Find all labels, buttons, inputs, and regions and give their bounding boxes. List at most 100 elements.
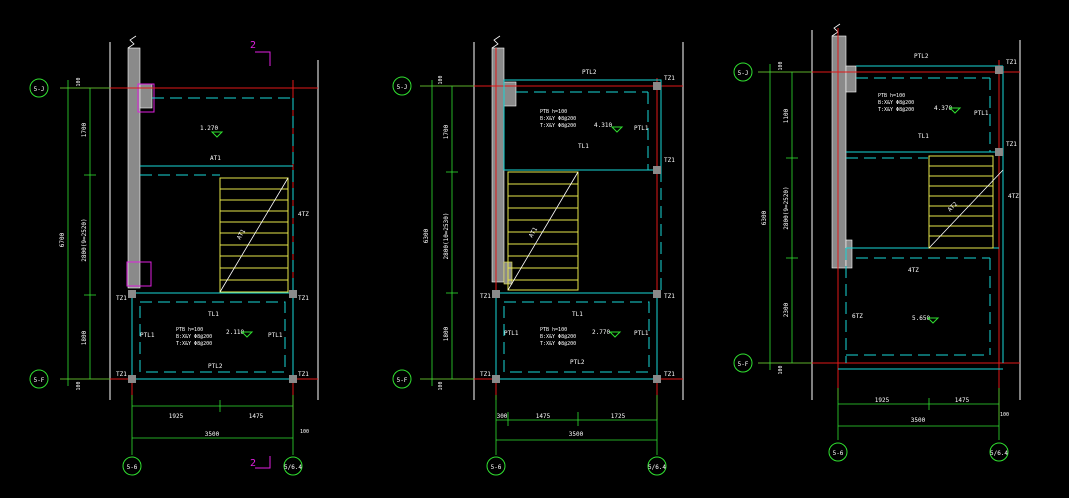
slab-note: T:X&Y Φ8@200 xyxy=(540,123,576,129)
panel-2: 5-J 5-F 5-6 5/6.4 6300 2800(10=2530) 170… xyxy=(392,35,684,476)
dim-label: 1725 xyxy=(611,413,626,420)
dim-label: 100 xyxy=(300,429,309,435)
svg-text:5/6.4: 5/6.4 xyxy=(648,464,666,471)
slab-note: T:X&Y Φ8@200 xyxy=(878,107,914,113)
beam-label: 4TZ xyxy=(1008,193,1019,200)
beam-label: PTL2 xyxy=(582,69,597,76)
beam-label: TL1 xyxy=(208,311,219,318)
landing-box xyxy=(131,292,294,380)
column-label: TZ1 xyxy=(664,293,675,300)
beam-label: PTL2 xyxy=(914,53,929,60)
axis-bubble: 5-F xyxy=(733,353,753,373)
slab-note: T:X&Y Φ8@200 xyxy=(176,341,212,347)
dim-label: 100 xyxy=(778,61,784,70)
marker-box-bottom xyxy=(126,261,152,287)
beam-label: PTL1 xyxy=(634,330,649,337)
dim-label: 1700 xyxy=(81,122,88,137)
level-symbol xyxy=(610,126,624,133)
dim-label: 100 xyxy=(438,75,444,84)
svg-text:5-F: 5-F xyxy=(397,377,408,384)
slab-note: PTB h=100 xyxy=(878,93,905,99)
stair-flight xyxy=(219,177,289,293)
break-mark xyxy=(127,35,137,49)
landing-inner xyxy=(503,301,650,373)
beam-label: 6TZ xyxy=(852,313,863,320)
slab-note: B:X&Y Φ8@200 xyxy=(540,116,576,122)
level-label: 4.310 xyxy=(594,122,612,129)
axis-bubble: 5/6.4 xyxy=(283,456,303,476)
level-symbol xyxy=(240,331,254,338)
column xyxy=(653,82,661,90)
landing-box xyxy=(495,292,658,380)
dim-label: 6700 xyxy=(59,232,66,247)
svg-text:5/6.4: 5/6.4 xyxy=(284,464,302,471)
dim-label: 100 xyxy=(778,365,784,374)
column xyxy=(289,290,297,298)
dim-label: 1925 xyxy=(875,397,890,404)
beam-label: PTL2 xyxy=(570,359,585,366)
column-label: TZ1 xyxy=(664,75,675,82)
section-mark-top xyxy=(255,51,271,66)
column xyxy=(289,375,297,383)
axis-bubble: 5-6 xyxy=(486,456,506,476)
svg-text:5-F: 5-F xyxy=(34,377,45,384)
column xyxy=(995,66,1003,74)
beam-label: TL1 xyxy=(578,143,589,150)
svg-text:5/6.4: 5/6.4 xyxy=(990,450,1008,457)
axis-bubble: 5-J xyxy=(392,76,412,96)
break-mark xyxy=(491,35,501,49)
dim-label: 2800(9=2520) xyxy=(783,186,790,229)
level-symbol xyxy=(608,331,622,338)
column-label: TZ1 xyxy=(480,371,491,378)
dim-label: 1700 xyxy=(443,124,450,139)
beam-label: PTL1 xyxy=(974,110,989,117)
dim-label: 3500 xyxy=(205,431,220,438)
dim-label: 2800(9=2520) xyxy=(81,218,88,261)
svg-text:5-J: 5-J xyxy=(397,84,408,91)
column xyxy=(492,375,500,383)
axis-bubble: 5-6 xyxy=(122,456,142,476)
panel-3: 5-J 5-F 5-6 5/6.4 6300 2800(9=2520) 1100… xyxy=(733,23,1021,462)
axis-bubble: 5-J xyxy=(29,78,49,98)
dimensions xyxy=(758,64,1000,440)
dim-label: 1475 xyxy=(249,413,264,420)
column xyxy=(128,375,136,383)
svg-text:5-F: 5-F xyxy=(738,361,749,368)
dim-label: 1100 xyxy=(783,108,790,123)
axis-bubble: 5-J xyxy=(733,62,753,82)
beam-label: PTL1 xyxy=(504,330,519,337)
flight-label: AT2 xyxy=(946,201,959,214)
dim-label: 1475 xyxy=(955,397,970,404)
dim-label: 100 xyxy=(76,77,82,86)
dim-label: 2800(10=2530) xyxy=(443,213,450,260)
axis-bubble: 5/6.4 xyxy=(989,442,1009,462)
beam-label: 4TZ xyxy=(908,267,919,274)
beam-label: TL1 xyxy=(572,311,583,318)
slab-note: PTB h=100 xyxy=(176,327,203,333)
beam-label: PTL1 xyxy=(268,332,283,339)
wall xyxy=(127,47,141,289)
panel-1: 5-J 5-F 5-6 5/6.4 2 2 6700 2800(9=2520) … xyxy=(29,35,319,476)
dim-label: 1800 xyxy=(81,330,88,345)
slab-note: PTB h=100 xyxy=(540,109,567,115)
slab-note: PTB h=100 xyxy=(540,327,567,333)
section-mark-label: 2 xyxy=(250,458,256,469)
stair-flight xyxy=(928,155,994,249)
level-label: 4.370 xyxy=(934,105,952,112)
column xyxy=(995,148,1003,156)
beam-label: AT1 xyxy=(210,155,221,162)
column-label: TZ1 xyxy=(480,293,491,300)
axis-bubble: 5/6.4 xyxy=(647,456,667,476)
column-label: TZ1 xyxy=(664,157,675,164)
level-symbol xyxy=(210,131,224,138)
column-label: TZ1 xyxy=(1006,59,1017,66)
level-symbol xyxy=(948,107,962,114)
wall-knob xyxy=(845,239,853,269)
dim-label: 3500 xyxy=(569,431,584,438)
column xyxy=(653,166,661,174)
slab-note: B:X&Y Φ8@200 xyxy=(176,334,212,340)
flight-diagonal xyxy=(219,177,289,293)
dim-label: 100 xyxy=(438,381,444,390)
